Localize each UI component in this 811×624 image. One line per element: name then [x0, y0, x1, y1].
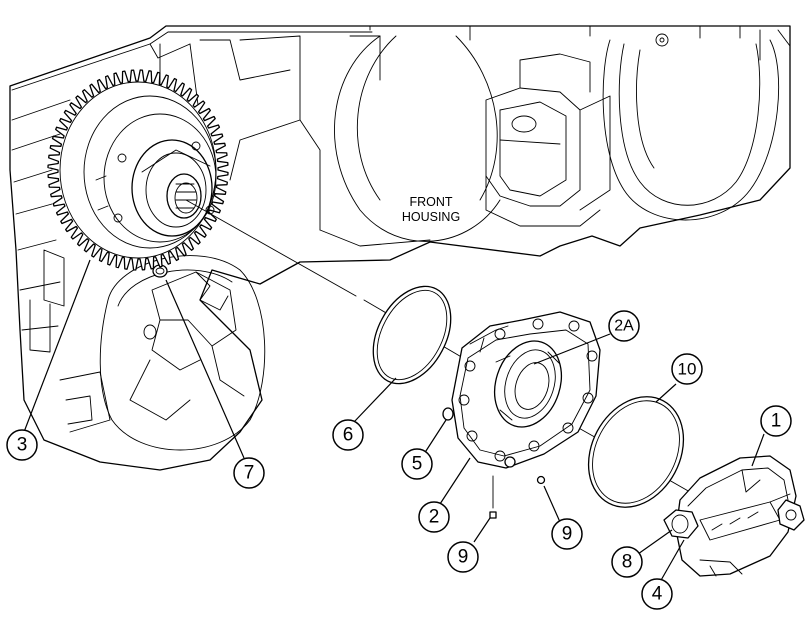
- callout-6-text: 6: [343, 425, 354, 446]
- callout-2: 2: [418, 501, 450, 533]
- leader-1: [751, 433, 765, 467]
- item-5-plug: [442, 407, 454, 421]
- callout-6: 6: [332, 419, 364, 451]
- callout-8: 8: [611, 546, 643, 578]
- callout-5: 5: [401, 448, 433, 480]
- o-ring-6: [372, 285, 452, 385]
- pins-9: [489, 475, 546, 519]
- callout-9-upper: 9: [551, 518, 583, 550]
- leader-5: [423, 419, 447, 455]
- o-ring-10: [587, 396, 685, 508]
- callout-7: 7: [233, 457, 265, 489]
- callout-3: 3: [6, 429, 38, 461]
- leader-10: [655, 383, 677, 403]
- callout-3-text: 3: [17, 435, 28, 456]
- pump-cavity: [59, 255, 266, 451]
- callout-9-lower-text: 9: [458, 547, 469, 568]
- callouts: 3 7 6 5 2 9 9 2A: [6, 310, 792, 610]
- pump-cover: [663, 455, 805, 577]
- callout-2a: 2A: [608, 310, 640, 342]
- callout-4-text: 4: [652, 584, 663, 605]
- callout-2-text: 2: [429, 507, 440, 528]
- leader-lines: [23, 259, 765, 583]
- callout-2a-text: 2A: [614, 318, 634, 335]
- leader-9b: [473, 517, 491, 543]
- leader-8: [637, 529, 673, 555]
- housing-label-line1: FRONT: [409, 195, 452, 209]
- callout-1-text: 1: [771, 411, 782, 432]
- housing-label-line2: HOUSING: [402, 210, 460, 224]
- callout-10: 10: [671, 353, 703, 385]
- callout-8-text: 8: [622, 552, 633, 573]
- leader-7: [165, 279, 245, 459]
- leader-4: [659, 539, 685, 583]
- callout-10-text: 10: [678, 360, 697, 379]
- idler-gear: [47, 69, 229, 271]
- leader-2a: [533, 333, 611, 365]
- leader-9a: [543, 485, 561, 523]
- callout-9-lower: 9: [447, 541, 479, 573]
- pump-body: [442, 311, 601, 469]
- callout-7-text: 7: [244, 463, 255, 484]
- callout-1: 1: [760, 405, 792, 437]
- callout-4: 4: [641, 578, 673, 610]
- callout-9-upper-text: 9: [562, 524, 573, 545]
- callout-5-text: 5: [412, 454, 423, 475]
- leader-3: [23, 259, 91, 433]
- leader-6: [353, 377, 397, 423]
- front-housing: [9, 25, 791, 471]
- leader-2: [439, 457, 471, 505]
